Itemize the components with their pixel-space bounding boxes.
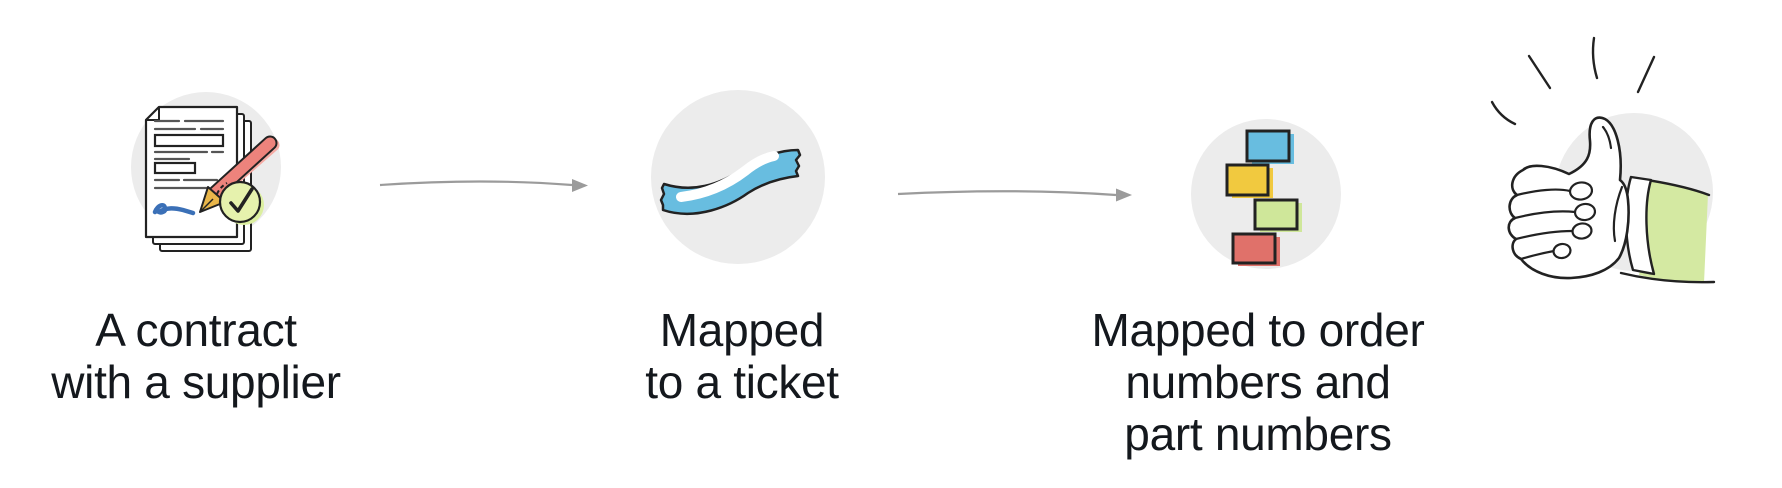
fingernails bbox=[1552, 181, 1597, 260]
ticket-ribbon-icon bbox=[651, 90, 825, 264]
right-arrow-icon bbox=[379, 179, 588, 192]
block-green bbox=[1253, 198, 1299, 231]
hand-details bbox=[1513, 125, 1624, 261]
step-label-ticket: Mapped to a ticket bbox=[645, 304, 839, 408]
emphasis-rays bbox=[1490, 36, 1656, 126]
step-label-orders: Mapped to order numbers and part numbers bbox=[1091, 304, 1424, 460]
approved-check-icon bbox=[216, 180, 264, 225]
sleeve-outlines bbox=[1619, 178, 1716, 284]
label-line: A contract bbox=[95, 304, 297, 356]
label-line: Mapped to order bbox=[1091, 304, 1425, 356]
colored-blocks-icon bbox=[1191, 119, 1341, 269]
label-line: numbers and bbox=[1125, 356, 1391, 408]
label-line: to a ticket bbox=[645, 356, 839, 408]
sleeve bbox=[1639, 180, 1708, 283]
label-line: with a supplier bbox=[51, 356, 341, 408]
right-arrow-icon bbox=[897, 188, 1132, 202]
block-red bbox=[1231, 232, 1277, 265]
contract-text-lines bbox=[153, 119, 225, 190]
signed-contract-icon bbox=[131, 92, 281, 252]
label-line: part numbers bbox=[1124, 408, 1392, 460]
label-line: Mapped bbox=[659, 304, 825, 356]
signature-scribble bbox=[152, 203, 196, 216]
step-label-contract: A contract with a supplier bbox=[51, 304, 341, 408]
ribbon-highlight bbox=[676, 151, 779, 202]
block-blue bbox=[1245, 129, 1291, 163]
thumbs-up-icon bbox=[1490, 36, 1716, 284]
blocks bbox=[1225, 129, 1299, 265]
block-yellow bbox=[1225, 163, 1270, 197]
